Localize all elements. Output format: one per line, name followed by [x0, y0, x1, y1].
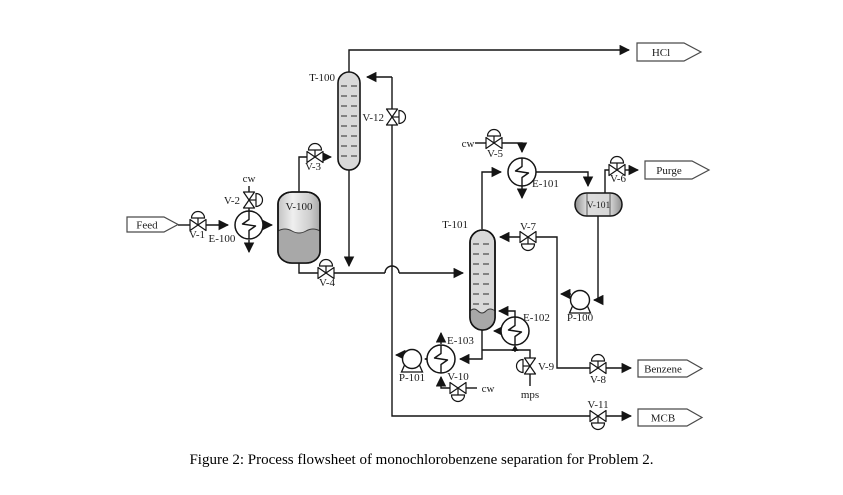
column-t101: [469, 229, 496, 331]
valve-v3: [306, 142, 324, 164]
label-cw-e103: cw: [482, 383, 495, 395]
label-p101: P-101: [399, 372, 425, 384]
label-mcb: MCB: [651, 413, 675, 425]
label-v11: V-11: [587, 399, 608, 411]
pipe-recycle-and-mcb-main: [391, 77, 590, 417]
drum-v101: V-101: [574, 192, 623, 217]
pipe-t101-bottoms-to-e103: [458, 330, 483, 365]
pipe-v10-to-e103-bottom: [435, 375, 450, 389]
pipe-v101-top-to-v6: [604, 169, 609, 193]
label-mps: mps: [521, 389, 539, 401]
figure-caption: Figure 2: Process flowsheet of monochlor…: [189, 452, 654, 468]
pump-p100: [568, 289, 592, 314]
label-cw-e101: cw: [462, 138, 475, 150]
label-v12: V-12: [362, 112, 384, 124]
valve-v11: [589, 409, 607, 431]
label-v5: V-5: [487, 148, 504, 160]
valve-v8: [589, 353, 607, 375]
pipe-v101-bottoms-to-p100: [592, 216, 604, 306]
label-cw-e100: cw: [243, 173, 256, 185]
pipe-p100-header: [536, 236, 590, 369]
pump-p101: [400, 348, 424, 373]
hcl-stream-box: [636, 42, 703, 62]
pipe-v100-top-to-v3: [298, 156, 307, 192]
label-e101: E-101: [532, 178, 559, 190]
label-purge: Purge: [656, 165, 682, 177]
stream-boxes: [126, 42, 711, 427]
pipe-e102-return-to-t101: [497, 305, 516, 317]
benzene-stream-box: [637, 359, 704, 378]
pipe-v5-to-e101-top: [502, 142, 528, 154]
feed-stream-box: [126, 216, 180, 233]
label-v6: V-6: [610, 173, 627, 185]
label-e100: E-100: [209, 233, 236, 245]
v100-liquid: [278, 229, 320, 263]
label-e103: E-103: [447, 335, 474, 347]
valve-v4: [317, 258, 335, 280]
label-v9: V-9: [538, 361, 555, 373]
label-benzene: Benzene: [644, 364, 682, 376]
column-t100: [337, 71, 361, 171]
label-e102: E-102: [523, 312, 550, 324]
label-p100: P-100: [567, 312, 594, 324]
pipe-reboiler-draw: [482, 349, 531, 358]
label-v4: V-4: [319, 277, 336, 289]
label-t101: T-101: [442, 219, 468, 231]
label-v100: V-100: [285, 201, 313, 213]
process-piping-arrows: [206, 44, 640, 422]
t101-liquid: [470, 309, 495, 330]
label-feed: Feed: [136, 220, 158, 232]
drum-v100: V-100: [277, 191, 321, 264]
pipe-v100-bottom-to-v4: [298, 263, 318, 274]
label-t100: T-100: [309, 72, 335, 84]
label-v2: V-2: [224, 195, 240, 207]
label-v8: V-8: [590, 374, 607, 386]
purge-stream-box: [644, 160, 711, 180]
pipe-t101-overhead-to-e101: [481, 166, 503, 229]
pipe-t100-overhead-hcl: [348, 44, 631, 72]
valve-v12: [385, 108, 407, 126]
label-v7: V-7: [520, 221, 537, 233]
valve-v2: [242, 191, 264, 209]
label-v1: V-1: [189, 229, 205, 241]
exchanger-e103: [426, 344, 456, 374]
valve-v9: [515, 357, 537, 375]
label-v3: V-3: [305, 161, 322, 173]
valve-v7: [519, 230, 537, 252]
label-hcl: HCl: [652, 47, 670, 59]
arrow-mps-into-e102: [511, 345, 519, 351]
pipe-e101-to-v101: [536, 171, 594, 188]
valve-v10: [449, 381, 467, 403]
exchanger-e100: [234, 210, 264, 240]
label-v10: V-10: [447, 371, 469, 383]
label-v101: V-101: [587, 201, 611, 211]
valve-v5: [485, 128, 503, 150]
valve-v6: [608, 155, 626, 177]
valve-v1: [189, 210, 207, 232]
mcb-stream-box: [637, 408, 704, 427]
